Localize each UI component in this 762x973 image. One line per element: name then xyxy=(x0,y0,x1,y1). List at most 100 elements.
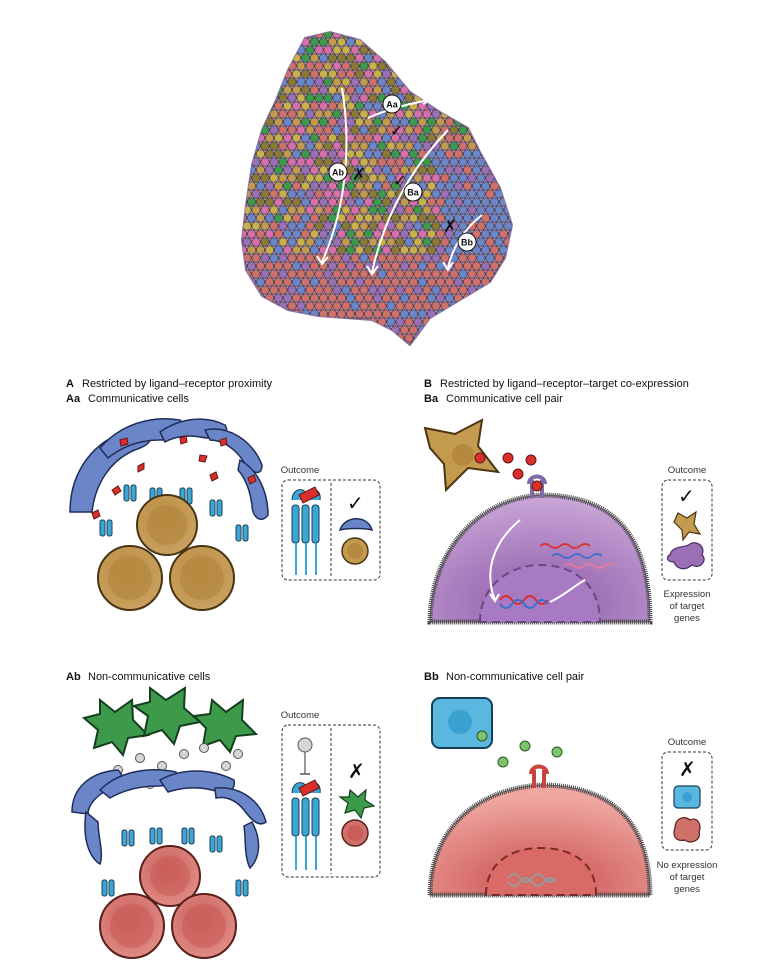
tissue-spot xyxy=(458,285,468,295)
tissue-spot xyxy=(422,205,432,215)
outcome-check-icon-aa: ✓ xyxy=(347,491,364,515)
tissue-spot xyxy=(399,37,409,47)
tissue-spot xyxy=(467,93,477,103)
tissue-spot xyxy=(435,245,445,255)
tissue-spot xyxy=(395,301,405,311)
tissue-spot xyxy=(359,93,369,103)
tissue-spot xyxy=(318,197,328,207)
tissue-spot xyxy=(408,277,418,287)
tissue-spot xyxy=(507,197,512,207)
tissue-spot xyxy=(390,261,400,271)
tissue-spot xyxy=(296,269,306,279)
tissue-spot xyxy=(251,93,261,103)
tissue-spot xyxy=(399,133,409,143)
tissue-spot xyxy=(435,213,445,223)
tissue-spot xyxy=(431,253,441,263)
tissue-spot xyxy=(341,253,351,263)
tissue-spot xyxy=(498,309,508,319)
tissue-spot xyxy=(350,93,360,103)
tissue-spot xyxy=(368,285,378,295)
tissue-spot xyxy=(513,110,521,118)
tissue-spot xyxy=(453,213,463,223)
tissue-spot xyxy=(273,213,283,223)
tissue-spot xyxy=(269,141,279,151)
tissue-spot xyxy=(435,229,445,239)
tissue-spot xyxy=(494,253,504,263)
svg-text:Ab: Ab xyxy=(332,168,344,178)
tissue-spot xyxy=(476,109,486,119)
tissue-spot xyxy=(278,189,288,199)
tissue-spot xyxy=(462,165,472,175)
tissue-spot xyxy=(296,301,306,311)
tissue-spot xyxy=(247,245,257,255)
tissue-spot xyxy=(247,53,257,63)
tissue-spot xyxy=(480,69,490,79)
svg-text:A: A xyxy=(66,378,74,390)
tissue-spot xyxy=(273,101,283,111)
tissue-spot xyxy=(350,301,360,311)
tissue-spot xyxy=(372,101,382,111)
tissue-spot xyxy=(291,117,301,127)
tissue-spot xyxy=(318,69,328,79)
svg-text:Ba: Ba xyxy=(424,393,439,405)
tissue-spot xyxy=(345,213,355,223)
tissue-spot xyxy=(494,221,504,231)
tissue-spot xyxy=(449,317,459,327)
tissue-spot xyxy=(350,205,360,215)
tissue-spot xyxy=(458,173,468,183)
tissue-spot xyxy=(354,325,364,335)
tissue-spot xyxy=(513,254,521,262)
tissue-spot xyxy=(489,69,499,79)
tissue-spot xyxy=(269,221,279,231)
tissue-spot xyxy=(476,189,486,199)
tissue-spot xyxy=(341,333,351,343)
tissue-spot xyxy=(377,77,387,87)
tissue-spot xyxy=(476,125,486,135)
tissue-spot xyxy=(291,213,301,223)
tissue-spot xyxy=(287,205,297,215)
tissue-spot xyxy=(282,277,292,287)
tissue-spot xyxy=(264,229,274,239)
tissue-spot xyxy=(494,157,504,167)
tissue-spot xyxy=(480,85,490,95)
grey-ligand-ab xyxy=(297,737,313,753)
tissue-spot xyxy=(444,117,454,127)
tissue-spot xyxy=(417,229,427,239)
tissue-spot xyxy=(278,333,288,343)
tissue-spot xyxy=(507,341,512,345)
tissue-spot xyxy=(251,77,261,87)
tissue-spot xyxy=(291,341,301,345)
tissue-spot xyxy=(408,149,418,159)
spot-label-ab: Ab xyxy=(328,162,348,182)
nucleus-ba xyxy=(478,563,602,623)
outcome-tan-cell-ba xyxy=(673,510,702,542)
tissue-spot xyxy=(354,149,364,159)
tissue-spot xyxy=(408,341,418,345)
tissue-spot xyxy=(305,253,315,263)
svg-text:Outcome: Outcome xyxy=(668,465,707,476)
tissue-spot xyxy=(327,101,337,111)
tissue-spot xyxy=(332,301,342,311)
tissue-spot xyxy=(260,317,270,327)
tissue-spot xyxy=(354,101,364,111)
tissue-spot xyxy=(440,221,450,231)
tissue-spot xyxy=(458,205,468,215)
tissue-spot xyxy=(368,221,378,231)
receptors-ab xyxy=(101,827,249,897)
tissue-spot xyxy=(273,325,283,335)
tissue-spot xyxy=(444,69,454,79)
tissue-spot xyxy=(489,277,499,287)
tissue-spot xyxy=(291,69,301,79)
tissue-spot xyxy=(323,285,333,295)
tissue-spot xyxy=(350,333,360,343)
tissue-spot xyxy=(485,301,495,311)
outcome-purple-cell-ba xyxy=(666,542,705,570)
tissue-spot xyxy=(291,133,301,143)
tissue-spot xyxy=(282,261,292,271)
tissue-spot xyxy=(449,333,459,343)
tissue-spot xyxy=(489,101,499,111)
svg-text:genes: genes xyxy=(674,613,700,624)
tissue-spot xyxy=(485,317,495,327)
tissue-spot xyxy=(399,293,409,303)
tissue-spot xyxy=(489,165,499,175)
